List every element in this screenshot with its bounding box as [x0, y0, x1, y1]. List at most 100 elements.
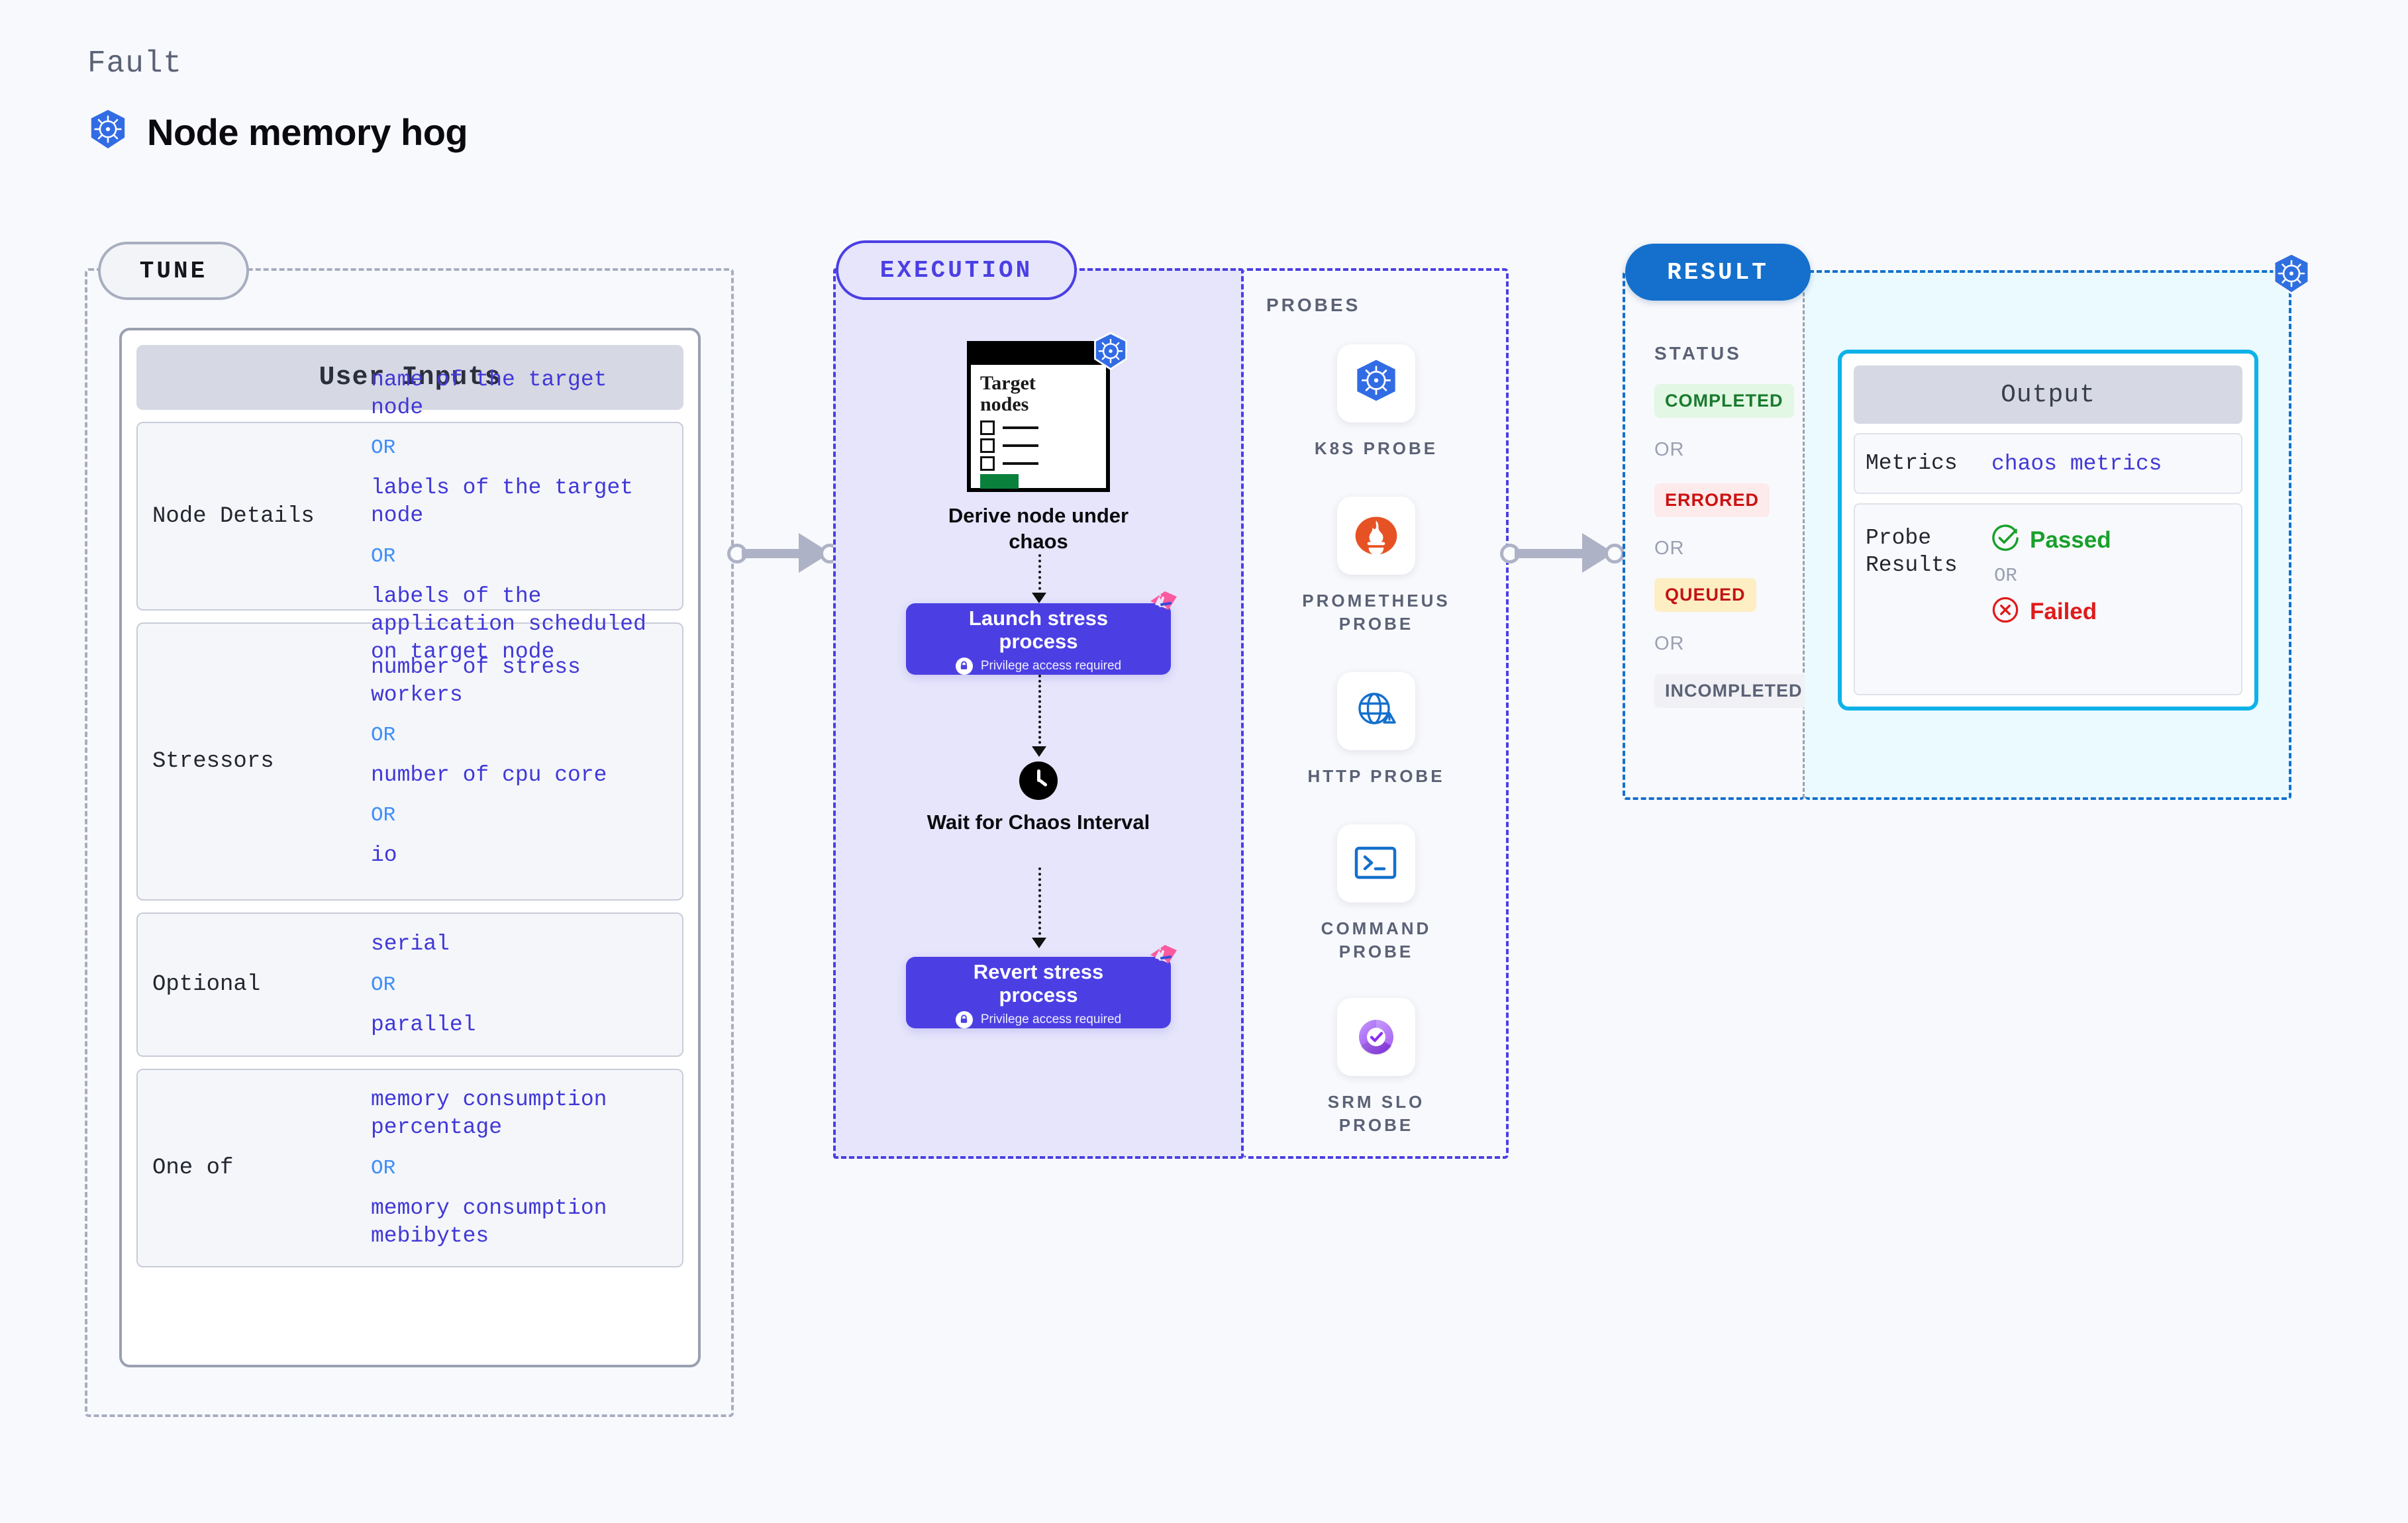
status-badge-completed: COMPLETED: [1654, 384, 1794, 418]
flow-line: [1038, 675, 1041, 749]
row-value: number of stress workers: [371, 654, 581, 707]
row-value: memory consumption mebibytes: [371, 1195, 607, 1248]
user-inputs-card: User Inputs Node Details name of the tar…: [119, 328, 701, 1367]
row-label: One of: [152, 1155, 234, 1181]
slo-gauge-icon: [1337, 998, 1415, 1076]
probes-title: PROBES: [1266, 295, 1361, 315]
step-note-row: Privilege access required: [955, 657, 1122, 675]
step-title: Launch stress process: [968, 607, 1109, 653]
connector-line: [742, 549, 816, 558]
row-label: Node Details: [152, 503, 315, 529]
kubernetes-icon: [2270, 252, 2313, 301]
probes-panel: PROBES K8S PROBE PROMETHEUS PROBE HTTP P…: [1244, 268, 1509, 1159]
input-row-node-details: Node Details name of the target node OR …: [136, 368, 683, 664]
flow-arrowhead: [1032, 593, 1046, 603]
fault-title-row: Node memory hog: [87, 109, 468, 156]
prometheus-icon: [1337, 497, 1415, 575]
clock-icon: [1019, 762, 1058, 800]
flow-line: [1038, 867, 1041, 940]
row-value: parallel: [371, 1012, 476, 1037]
row-label: Metrics: [1866, 451, 1958, 476]
connector-tune-to-execution: [727, 533, 840, 573]
status-title: STATUS: [1654, 343, 1742, 364]
target-nodes-card: Target nodes: [967, 341, 1110, 492]
row-separator: OR: [371, 436, 396, 460]
step-note: Privilege access required: [980, 658, 1122, 673]
passed-label: Passed: [2030, 526, 2111, 553]
row-separator: OR: [371, 544, 396, 568]
list-item: [980, 420, 1097, 435]
execution-tab[interactable]: EXECUTION: [836, 240, 1077, 300]
checkbox-icon: [980, 420, 995, 435]
litmus-icon: [1148, 590, 1179, 624]
row-value: number of cpu core: [371, 763, 607, 787]
result-tab[interactable]: RESULT: [1625, 244, 1811, 301]
list-item: [980, 456, 1097, 471]
card-titlebar: [971, 345, 1106, 365]
page-title: Node memory hog: [147, 111, 468, 153]
status-separator: OR: [1654, 633, 1685, 654]
row-value: chaos metrics: [1991, 451, 2162, 476]
row-separator: OR: [371, 804, 396, 828]
user-inputs-title: User Inputs: [136, 345, 683, 410]
revert-stress-step[interactable]: Revert stress process Privilege access r…: [906, 945, 1177, 1028]
probes-panel-border: [1244, 268, 1509, 1159]
target-nodes-list: [980, 420, 1097, 471]
probe-srm-slo[interactable]: SRM SLO PROBE: [1244, 998, 1509, 1137]
connector-dot-end: [1605, 544, 1625, 564]
output-row-probe-results: Probe Results Passed OR Failed: [1854, 503, 2242, 695]
probe-command[interactable]: COMMAND PROBE: [1244, 824, 1509, 963]
line-placeholder: [1003, 462, 1038, 465]
row-value: serial: [371, 932, 450, 957]
probe-label: HTTP PROBE: [1307, 766, 1445, 786]
input-row-stressors: Stressors number of stress workers OR nu…: [136, 622, 683, 901]
lock-icon: [955, 1010, 973, 1028]
row-value: labels of the application scheduled on t…: [371, 583, 646, 665]
status-separator: OR: [1654, 439, 1685, 460]
row-label: Probe Results: [1866, 526, 1958, 578]
flow-arrowhead: [1032, 746, 1046, 757]
row-value: name of the target node: [371, 367, 607, 420]
kubernetes-icon: [1337, 344, 1415, 422]
step-note-row: Privilege access required: [955, 1010, 1122, 1028]
input-row-optional: Optional serial OR parallel: [136, 912, 683, 1057]
green-bar: [980, 473, 1019, 489]
check-circle-icon: [1991, 524, 2019, 556]
flow-arrowhead: [1032, 938, 1046, 948]
litmus-icon: [1148, 944, 1179, 977]
fault-kicker: Fault: [87, 46, 183, 81]
output-panel: Output Metrics chaos metrics Probe Resul…: [1805, 270, 2291, 800]
input-row-one-of: One of memory consumption percentage OR …: [136, 1069, 683, 1267]
row-separator: OR: [371, 724, 396, 747]
probe-prometheus[interactable]: PROMETHEUS PROBE: [1244, 497, 1509, 636]
flow-line: [1038, 554, 1041, 595]
line-placeholder: [1003, 444, 1038, 447]
probe-k8s[interactable]: K8S PROBE: [1244, 344, 1509, 460]
status-separator: OR: [1654, 538, 1685, 559]
kubernetes-icon: [87, 109, 128, 156]
launch-stress-step[interactable]: Launch stress process Privilege access r…: [906, 591, 1177, 675]
target-nodes-title: Target nodes: [980, 372, 1036, 415]
execution-panel: EXECUTION Target nodes Derive node under…: [833, 240, 1244, 1159]
step-title: Revert stress process: [973, 960, 1104, 1007]
status-badge-queued: QUEUED: [1654, 578, 1756, 612]
connector-execution-to-result: [1500, 533, 1626, 573]
status-badge-errored: ERRORED: [1654, 483, 1770, 517]
x-circle-icon: [1991, 596, 2019, 627]
output-title: Output: [1854, 366, 2242, 424]
step-note: Privilege access required: [980, 1012, 1122, 1026]
row-label: Optional: [152, 972, 261, 997]
output-card: Output Metrics chaos metrics Probe Resul…: [1838, 350, 2258, 711]
status-badge-incompleted: INCOMPLETED: [1654, 674, 1813, 708]
probe-http[interactable]: HTTP PROBE: [1244, 672, 1509, 788]
row-value: labels of the target node: [371, 475, 634, 528]
connector-line: [1515, 549, 1599, 558]
globe-warning-icon: [1337, 672, 1415, 750]
tune-tab[interactable]: TUNE: [98, 242, 249, 300]
probe-label: COMMAND PROBE: [1321, 918, 1432, 962]
probe-label: K8S PROBE: [1314, 438, 1438, 458]
wait-chaos-label: Wait for Chaos Interval: [927, 811, 1150, 834]
row-value: io: [371, 843, 397, 868]
probe-result-separator: OR: [1994, 565, 2017, 587]
probe-label: SRM SLO PROBE: [1327, 1092, 1425, 1136]
